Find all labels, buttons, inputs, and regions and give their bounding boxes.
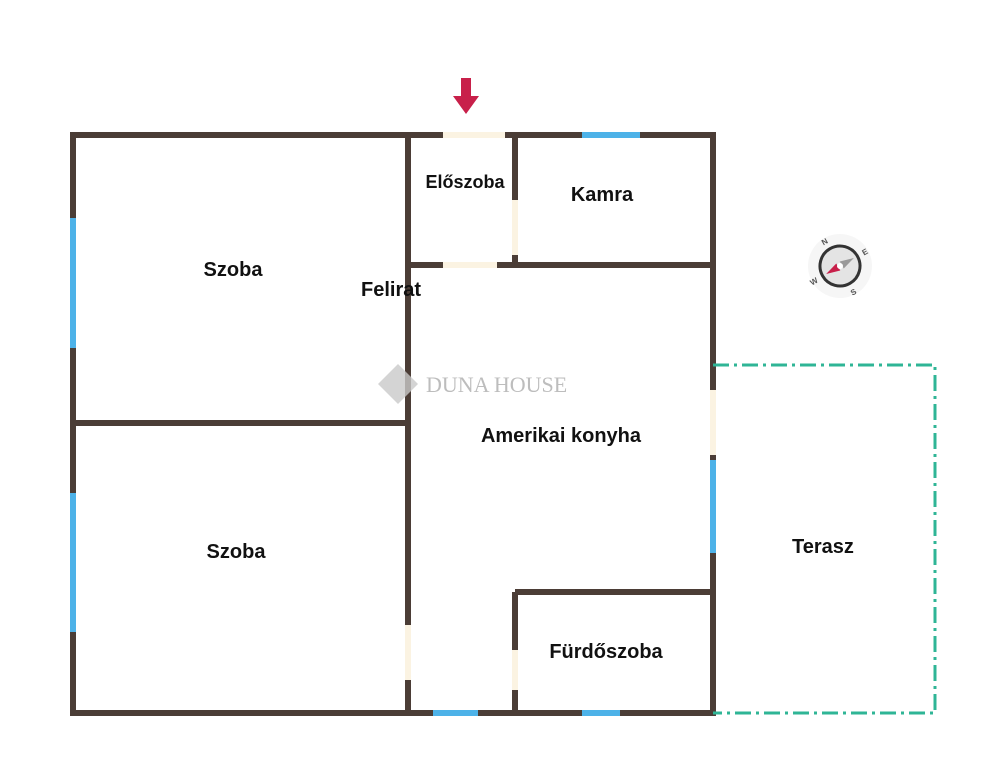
- entrance-arrow-icon: [453, 78, 479, 114]
- walls: [70, 132, 716, 716]
- room-label-furdoszoba: Fürdőszoba: [549, 641, 663, 663]
- room-label-szoba-bottom: Szoba: [207, 541, 267, 563]
- room-label-eloszoba: Előszoba: [425, 172, 505, 192]
- room-label-kamra: Kamra: [571, 184, 634, 206]
- svg-text:S: S: [849, 287, 859, 298]
- svg-text:W: W: [809, 276, 820, 288]
- room-label-konyha: Amerikai konyha: [481, 425, 642, 447]
- room-label-szoba-top: Szoba: [204, 259, 264, 281]
- windows: [70, 132, 716, 716]
- compass-icon: N E S W: [808, 234, 872, 298]
- doors: [405, 132, 716, 690]
- watermark-text: DUNA HOUSE: [426, 372, 567, 397]
- room-label-felirat: Felirat: [361, 279, 421, 301]
- svg-text:N: N: [820, 236, 830, 247]
- duna-house-logo-icon: [378, 364, 418, 404]
- terrace-outline: [713, 363, 937, 715]
- watermark: DUNA HOUSE: [378, 364, 567, 404]
- svg-text:E: E: [861, 247, 871, 258]
- room-label-terasz: Terasz: [792, 536, 854, 558]
